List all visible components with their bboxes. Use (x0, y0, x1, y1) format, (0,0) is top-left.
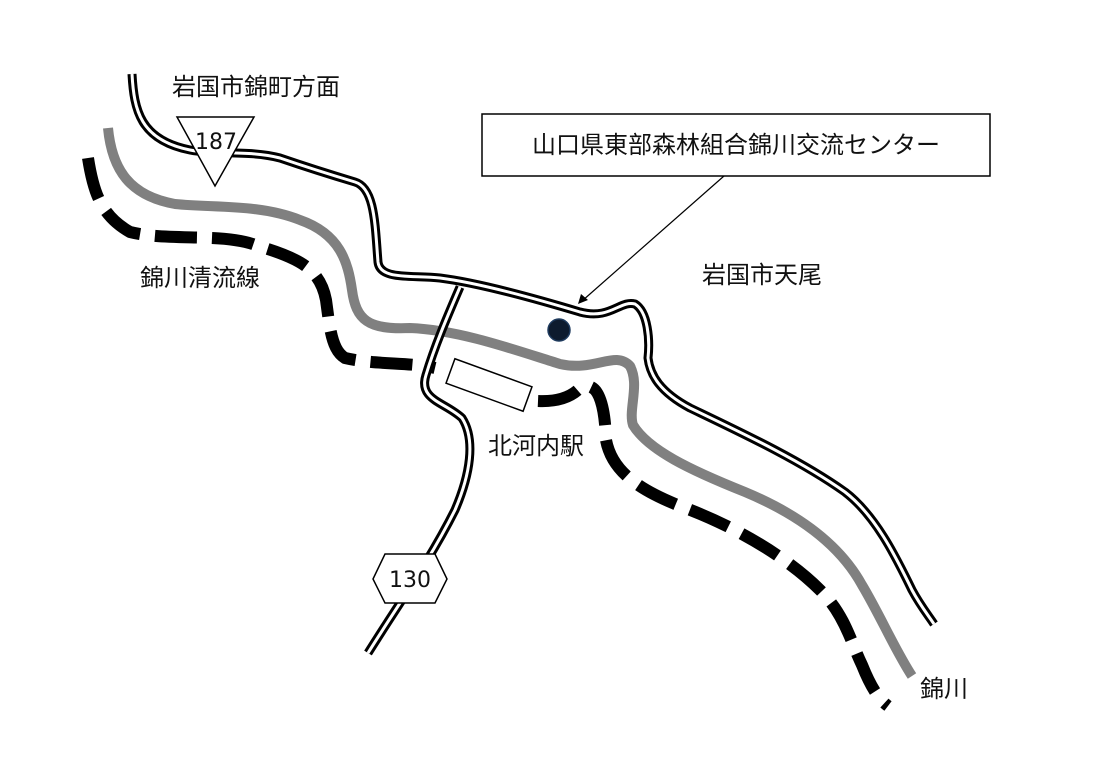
route-130-number: 130 (389, 568, 431, 593)
facility-callout: 山口県東部森林組合錦川交流センター (481, 113, 991, 177)
callout-arrow (578, 175, 725, 304)
route-130-sign: 130 (372, 553, 448, 604)
road-route-187 (127, 73, 938, 627)
river-line (103, 127, 917, 679)
area-label: 岩国市天尾 (702, 261, 822, 289)
north-direction-label: 岩国市錦町方面 (172, 73, 340, 101)
location-dot-icon (547, 318, 571, 342)
route-187-sign: 187 (175, 116, 256, 188)
railway-line (82, 157, 892, 711)
river-label: 錦川 (920, 675, 968, 703)
hexagon-icon (372, 553, 448, 604)
inverted-triangle-icon (175, 116, 256, 188)
station-building (445, 357, 533, 413)
station-label: 北河内駅 (488, 432, 584, 460)
river (103, 127, 917, 679)
facility-callout-box (481, 113, 991, 177)
railway-label: 錦川清流線 (140, 264, 260, 292)
facility-name: 山口県東部森林組合錦川交流センター (532, 131, 940, 159)
route-187-number: 187 (195, 130, 237, 155)
railway-line-east (537, 380, 892, 711)
railway-line-west (82, 157, 437, 374)
